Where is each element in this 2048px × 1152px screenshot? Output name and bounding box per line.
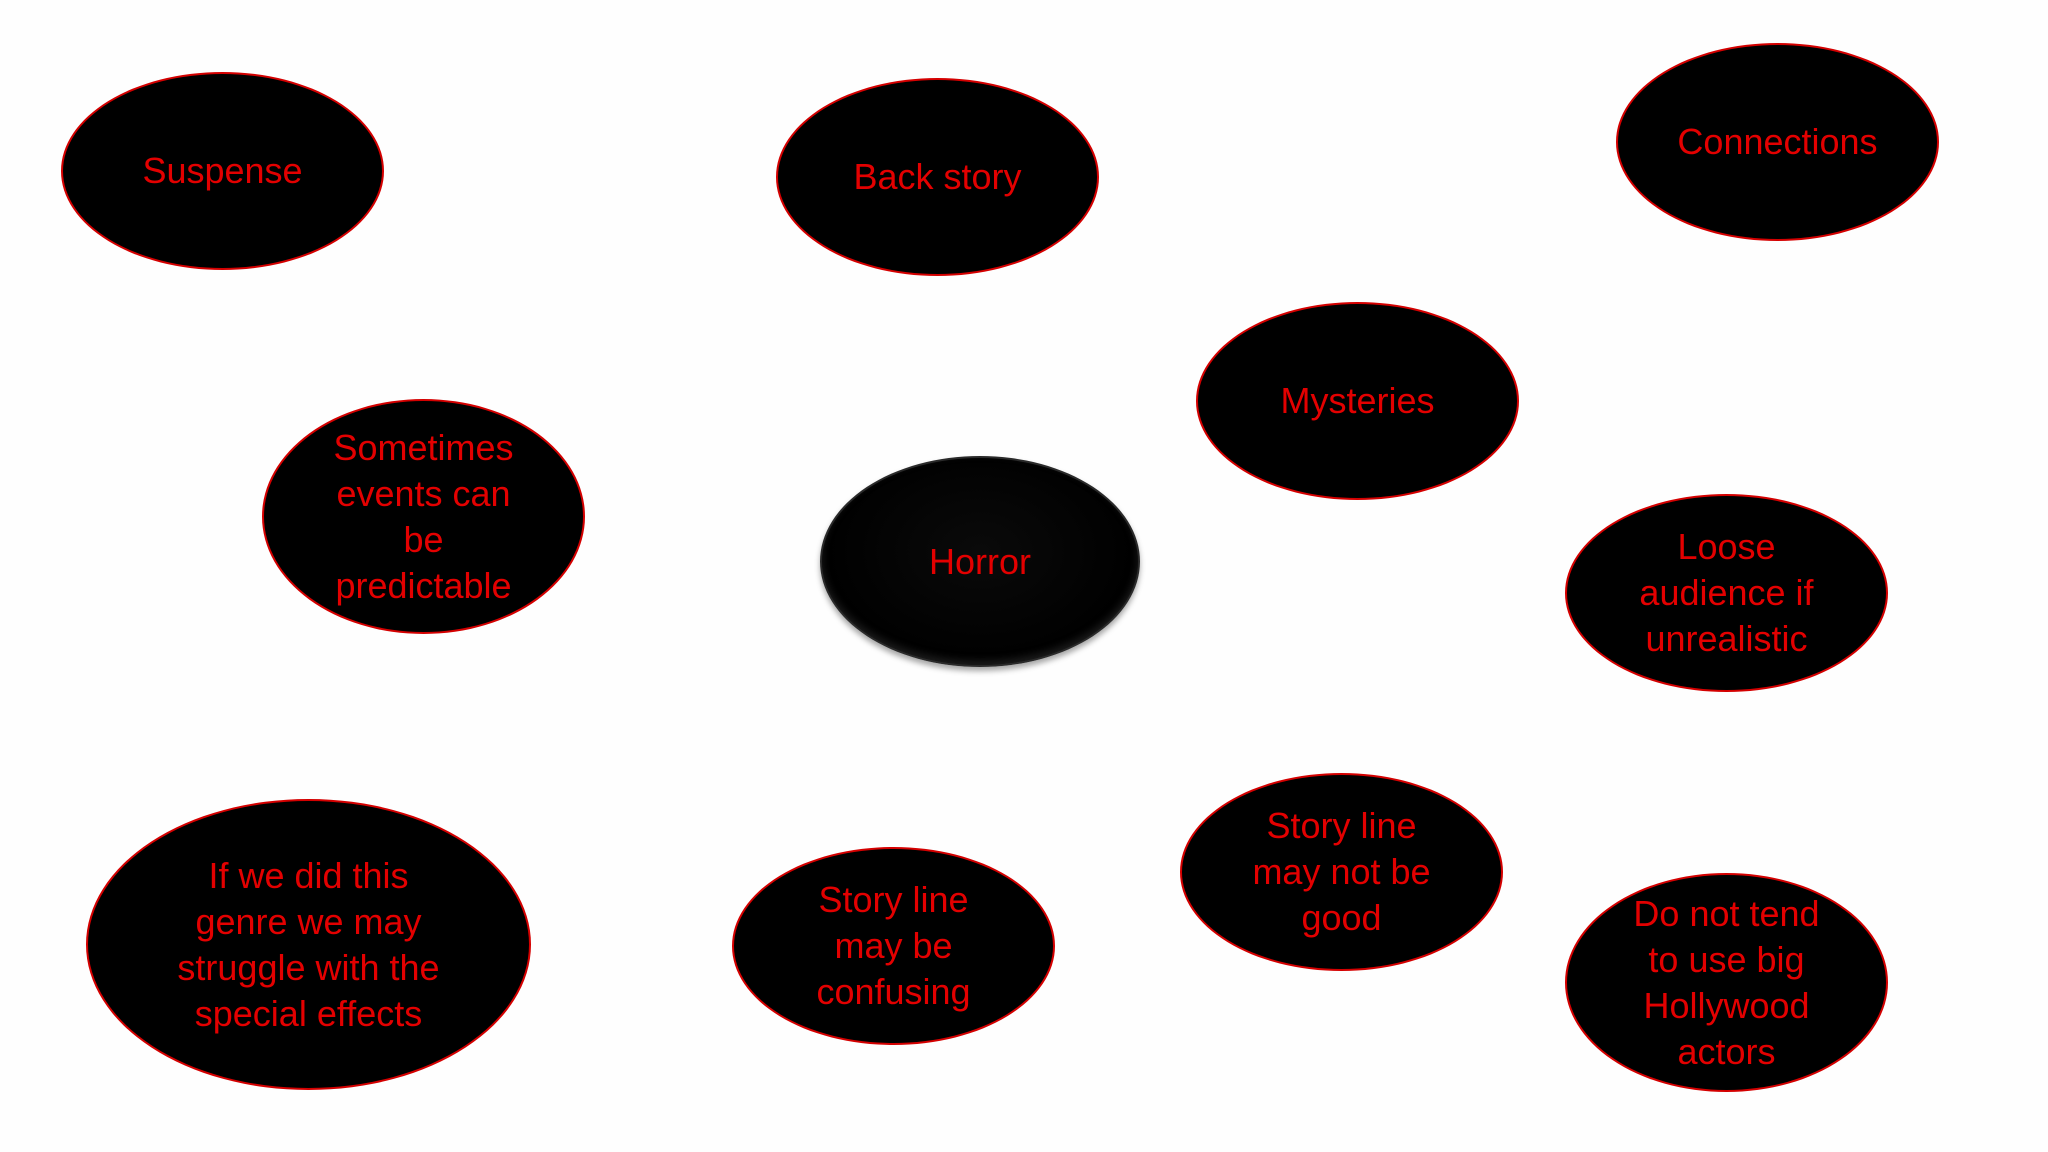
node-suspense-label: Suspense [142, 150, 303, 191]
node-predictable-label: Sometimes events can be predictable [333, 426, 514, 606]
node-not-good: Story line may not be good [1180, 773, 1503, 971]
node-suspense: Suspense [61, 72, 384, 270]
node-connections-label: Connections [1677, 121, 1878, 162]
node-back-story-label: Back story [853, 156, 1022, 197]
node-hollywood-label: Do not tend to use big Hollywood actors [1633, 892, 1820, 1072]
node-loose-audience-label: Loose audience if unrealistic [1639, 526, 1814, 659]
node-predictable: Sometimes events can be predictable [262, 399, 585, 634]
node-confusing: Story line may be confusing [732, 847, 1055, 1045]
center-node-label: Horror [928, 540, 1031, 582]
node-loose-audience: Loose audience if unrealistic [1565, 494, 1888, 692]
node-hollywood: Do not tend to use big Hollywood actors [1565, 873, 1888, 1092]
node-mysteries-label: Mysteries [1280, 380, 1435, 421]
node-special-effects: If we did this genre we may struggle wit… [86, 799, 531, 1090]
node-back-story: Back story [776, 78, 1099, 276]
node-confusing-label: Story line may be confusing [816, 879, 971, 1012]
node-mysteries: Mysteries [1196, 302, 1519, 500]
node-special-effects-label: If we did this genre we may struggle wit… [177, 854, 440, 1034]
node-connections: Connections [1616, 43, 1939, 241]
node-not-good-label: Story line may not be good [1252, 805, 1431, 938]
center-node-horror: Horror [820, 456, 1140, 667]
